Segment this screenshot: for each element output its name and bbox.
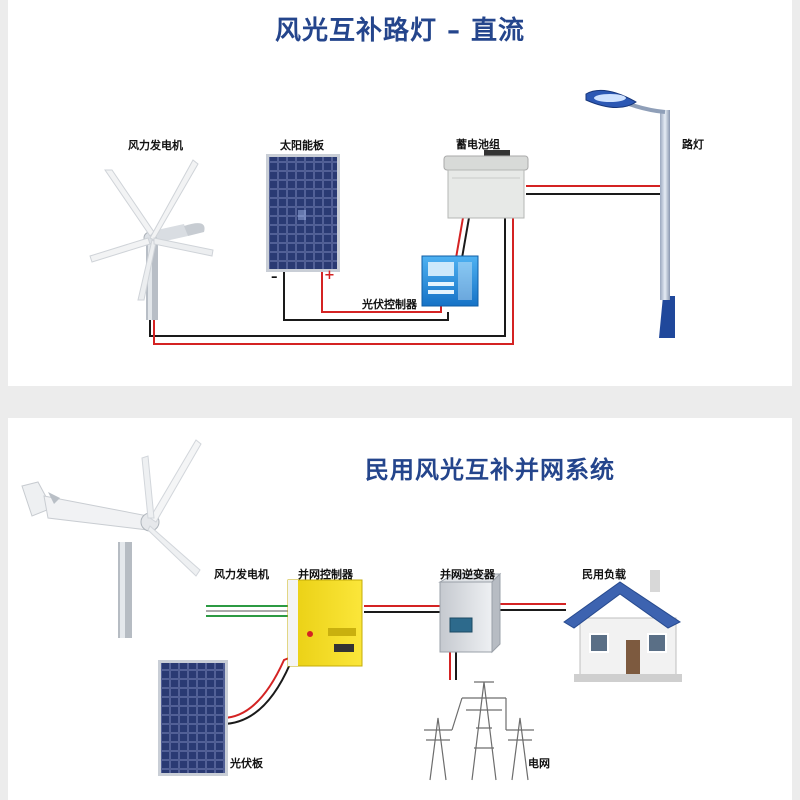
label-minus: – bbox=[271, 270, 278, 285]
label-household-load: 民用负载 bbox=[582, 568, 626, 581]
pv-controller-icon bbox=[421, 255, 479, 307]
label-pv-controller: 光伏控制器 bbox=[362, 298, 417, 311]
wire-wind-to-battery bbox=[149, 210, 514, 345]
diagram-top-drawing bbox=[89, 89, 675, 345]
label-plus: + bbox=[324, 268, 335, 283]
wire-turbine-to-controller bbox=[206, 605, 290, 617]
diagram-bottom-drawing bbox=[21, 439, 682, 781]
label-solar-panel: 太阳能板 bbox=[280, 139, 324, 152]
label-grid-controller: 并网控制器 bbox=[298, 568, 353, 581]
label-grid: 电网 bbox=[528, 757, 550, 770]
wire-controller-to-inverter bbox=[364, 605, 440, 613]
wind-turbine-icon bbox=[89, 159, 214, 320]
wire-controller-to-battery bbox=[455, 211, 471, 259]
battery-icon bbox=[443, 150, 529, 219]
wire-inverter-to-house bbox=[494, 603, 566, 611]
grid-controller-icon bbox=[287, 579, 363, 667]
wire-solar-to-controller bbox=[283, 272, 449, 321]
wire-inverter-to-grid bbox=[449, 650, 457, 680]
label-pv: 光伏板 bbox=[230, 757, 263, 770]
label-street-light: 路灯 bbox=[682, 138, 704, 151]
power-tower-icon bbox=[424, 681, 534, 781]
diagram-top-title: 风光互补路灯 – 直流 bbox=[274, 16, 526, 46]
diagram-street-light: 风光互补路灯 – 直流 bbox=[8, 0, 792, 386]
label-battery: 蓄电池组 bbox=[456, 138, 500, 151]
inverter-icon bbox=[438, 572, 502, 654]
solar-panel-icon bbox=[266, 154, 340, 272]
label-wind-turbine: 风力发电机 bbox=[214, 568, 269, 581]
solar-panel-icon bbox=[158, 660, 228, 776]
wire-solar-to-controller bbox=[221, 655, 301, 725]
label-grid-inverter: 并网逆变器 bbox=[440, 568, 495, 581]
diagram-grid-tie: 民用风光互补并网系统 bbox=[8, 418, 792, 800]
street-light-icon bbox=[585, 89, 675, 338]
wire-battery-to-light bbox=[526, 185, 660, 195]
diagram-bottom-title: 民用风光互补并网系统 bbox=[365, 456, 615, 484]
wind-turbine-icon bbox=[21, 439, 202, 638]
label-wind-turbine: 风力发电机 bbox=[128, 139, 183, 152]
house-icon bbox=[563, 570, 682, 682]
